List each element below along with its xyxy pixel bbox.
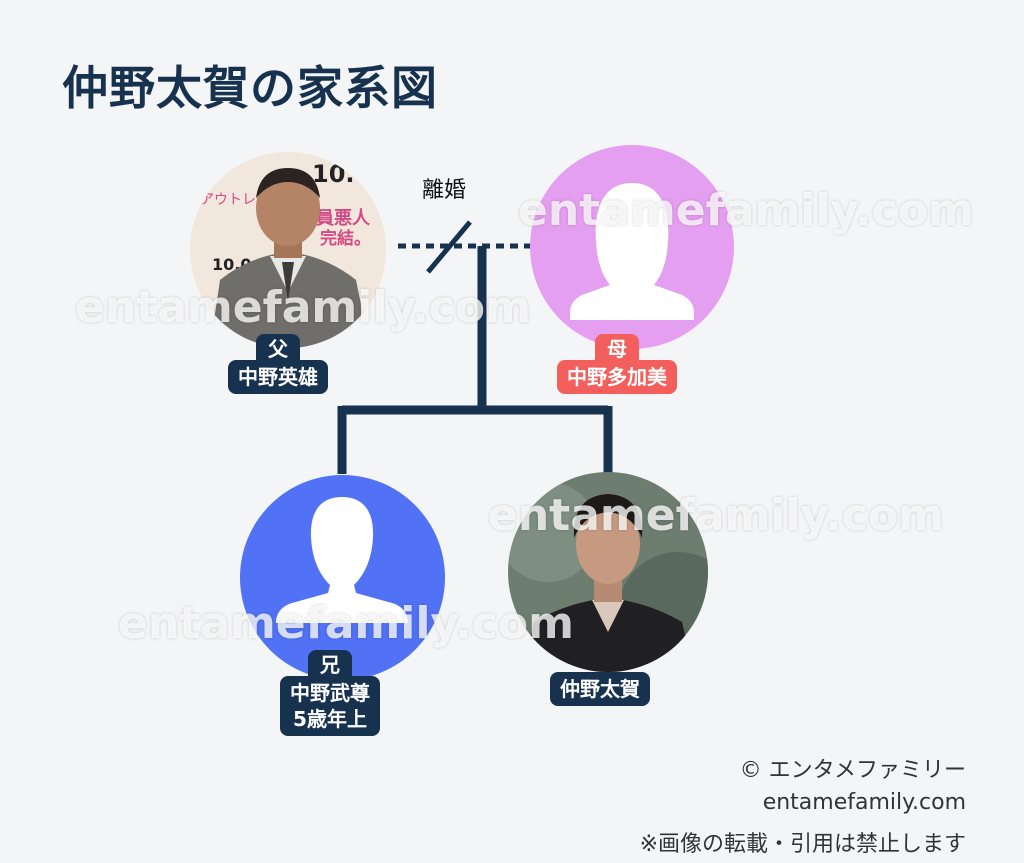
female-silhouette-icon (570, 183, 694, 320)
father-relation: 父 (256, 334, 300, 362)
poster-line2: 員悪人 (315, 208, 371, 229)
divorce-slash (426, 220, 472, 274)
self-photo (508, 472, 708, 672)
father-name: 中野英雄 (238, 365, 318, 389)
divorce-label: 離婚 (422, 178, 467, 203)
mother-label: 母 中野多加美 (557, 334, 677, 394)
brother-relation: 兄 (308, 650, 352, 678)
father-label: 父 中野英雄 (228, 334, 328, 394)
mother-relation: 母 (595, 334, 639, 362)
brother-name: 中野武尊 (290, 681, 370, 705)
brother-avatar (240, 475, 445, 680)
poster-line1: アウトレ (200, 192, 256, 208)
poster-line3: 完結。 (320, 228, 371, 249)
self-name: 仲野太賀 (560, 677, 640, 701)
footer-notice: ※画像の転載・引用は禁止します (639, 832, 966, 857)
mother-avatar (530, 145, 734, 349)
male-silhouette-icon (276, 497, 408, 623)
brother-note: 5歳年上 (293, 707, 367, 731)
page-title: 仲野太賀の家系図 (62, 61, 438, 115)
mother-name: 中野多加美 (567, 365, 667, 389)
footer-site: entamefamily.com (762, 790, 966, 815)
footer-copyright: © エンタメファミリー (739, 758, 966, 783)
father-photo: 10.6 10.0 アウトレ 員悪人 完結。 (190, 152, 386, 348)
self-label: 仲野太賀 (550, 672, 650, 706)
brother-label: 兄 中野武尊 5歳年上 (280, 650, 380, 736)
